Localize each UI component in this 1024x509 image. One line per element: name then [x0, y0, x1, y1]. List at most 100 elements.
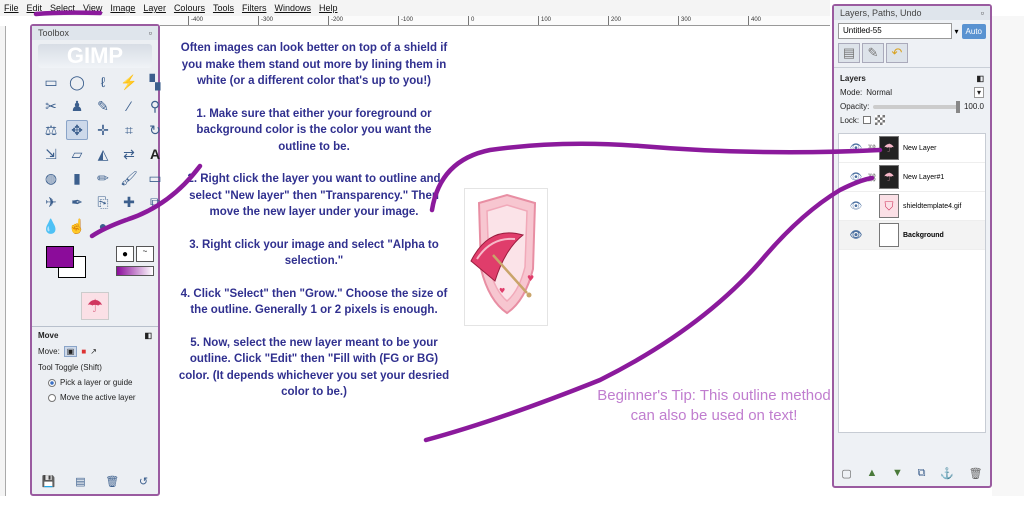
foreground-select-icon[interactable]: ♟ — [70, 97, 84, 114]
foreground-color-swatch[interactable] — [46, 246, 74, 268]
ruler-tick: 300 — [678, 16, 691, 25]
close-icon[interactable]: ▫ — [148, 28, 152, 38]
paths-icon[interactable]: ✎ — [97, 97, 109, 114]
blur-icon[interactable]: 💧 — [42, 217, 60, 234]
bucket-fill-icon[interactable]: ◍ — [44, 169, 58, 186]
menu-help[interactable]: Help — [318, 3, 338, 13]
rect-select-icon[interactable]: ▭ — [44, 73, 58, 90]
zoom-icon[interactable]: ⚲ — [149, 97, 161, 114]
color-select-icon[interactable]: ▚ — [149, 73, 161, 90]
blend-icon[interactable]: ▮ — [73, 169, 81, 186]
ruler-tick: -300 — [258, 16, 273, 25]
layer-row[interactable]: 👁 Background — [839, 221, 985, 250]
layer-row[interactable]: 👁 ⛓ ☂ New Layer#1 — [839, 163, 985, 192]
menu-filters[interactable]: Filters — [241, 3, 267, 13]
restore-options-icon[interactable]: ▤ — [75, 476, 86, 488]
mode-dropdown-icon[interactable]: ▾ — [973, 87, 984, 98]
intro-paragraph: Often images can look better on top of a… — [180, 42, 448, 87]
restore-icon[interactable]: ◧ — [144, 331, 152, 340]
tab-undo-icon[interactable]: ↶ — [886, 43, 908, 63]
layer-name: New Layer#1 — [903, 173, 945, 181]
paintbrush-icon[interactable]: 🖌 — [120, 169, 138, 186]
shield-artwork: ♥ ♥ — [464, 188, 548, 326]
move-path-icon[interactable]: ↗ — [90, 347, 97, 356]
pencil-icon[interactable]: ✏ — [97, 169, 109, 186]
fuzzy-select-icon[interactable]: ⚡ — [120, 73, 138, 90]
ink-icon[interactable]: ✒ — [71, 193, 83, 210]
move-layer-icon[interactable]: ▣ — [63, 346, 78, 357]
image-select-dropdown[interactable]: Untitled-55 — [838, 23, 952, 39]
delete-layer-icon[interactable]: 🗑 — [968, 468, 983, 480]
lasso-icon[interactable]: ℓ — [100, 74, 106, 90]
menu-image[interactable]: Image — [110, 3, 136, 13]
scale-icon[interactable]: ⇲ — [45, 145, 57, 162]
layer-row[interactable]: 👁 ⛉ shieldtemplate4.gif — [839, 192, 985, 221]
rotate-icon[interactable]: ↻ — [149, 121, 161, 138]
menu-file[interactable]: File — [4, 3, 19, 13]
lower-layer-icon[interactable]: ▼ — [892, 467, 903, 479]
chevron-down-icon[interactable]: ▾ — [954, 26, 959, 36]
delete-options-icon[interactable]: 🗑 — [105, 476, 120, 488]
anchor-layer-icon[interactable]: ⚓ — [940, 468, 954, 480]
menu-tools[interactable]: Tools — [212, 3, 234, 13]
visibility-eye-icon[interactable]: 👁 — [849, 229, 863, 241]
text-icon[interactable]: A — [149, 146, 161, 162]
tab-paths-icon[interactable]: ✎ — [862, 43, 884, 63]
clone-icon[interactable]: ⎘ — [97, 193, 109, 210]
ellipse-select-icon[interactable]: ◯ — [69, 73, 85, 90]
new-layer-icon[interactable]: ▢ — [841, 468, 852, 480]
menu-layer[interactable]: Layer — [143, 3, 166, 13]
tab-layers-icon[interactable]: ▤ — [838, 43, 860, 63]
visibility-eye-icon[interactable]: 👁 — [849, 200, 863, 212]
visibility-eye-icon[interactable]: 👁 — [849, 142, 863, 154]
vertical-ruler — [0, 26, 6, 496]
lock-pixels-checkbox[interactable] — [863, 116, 872, 124]
menu-colours[interactable]: Colours — [173, 3, 205, 13]
raise-layer-icon[interactable]: ▲ — [866, 467, 878, 479]
duplicate-layer-icon[interactable]: ⧉ — [917, 467, 926, 479]
pattern-icon[interactable]: ~ — [136, 246, 154, 262]
flip-icon[interactable]: ⇄ — [123, 145, 135, 162]
menu-select[interactable]: Select — [50, 3, 76, 13]
airbrush-icon[interactable]: ✈ — [45, 193, 57, 210]
crop-icon[interactable]: ⌗ — [125, 121, 133, 138]
opacity-value[interactable]: 100.0 — [963, 102, 984, 111]
perspective-clone-icon[interactable]: ⧉ — [150, 193, 160, 210]
measure-icon[interactable]: ⚖ — [44, 121, 58, 138]
eraser-icon[interactable]: ▭ — [148, 169, 162, 186]
move-selection-icon[interactable]: ■ — [81, 347, 87, 356]
instructions-text: Often images can look better on top of a… — [176, 40, 452, 417]
scissors-icon[interactable]: ✂ — [45, 97, 57, 114]
save-options-icon[interactable]: 💾 — [41, 476, 56, 488]
mode-label: Mode: — [840, 88, 863, 97]
layer-row[interactable]: 👁 ⛓ ☂ New Layer — [839, 134, 985, 163]
chain-icon[interactable]: ⛓ — [867, 172, 878, 182]
opacity-slider[interactable] — [873, 100, 960, 113]
move-icon[interactable]: ✥ — [66, 120, 88, 140]
auto-button[interactable]: Auto — [961, 23, 986, 39]
lock-alpha-icon[interactable] — [875, 115, 886, 125]
step-4: 4. Click "Select" then "Grow." Choose th… — [180, 287, 448, 317]
brush-icon[interactable]: ● — [116, 246, 134, 262]
perspective-icon[interactable]: ◭ — [97, 145, 109, 162]
smudge-icon[interactable]: ☝ — [68, 217, 86, 234]
step-5: 5. Now, select the new layer meant to be… — [178, 336, 450, 399]
menu-view[interactable]: View — [83, 3, 103, 13]
heal-icon[interactable]: ✚ — [123, 193, 135, 210]
chain-icon[interactable]: ⛓ — [867, 143, 878, 153]
shear-icon[interactable]: ▱ — [71, 145, 83, 162]
dodge-burn-icon[interactable]: ● — [98, 218, 108, 234]
mode-value[interactable]: Normal — [866, 88, 893, 97]
menu-edit[interactable]: Edit — [26, 3, 43, 13]
close-icon[interactable]: ▫ — [980, 8, 984, 18]
color-picker-icon[interactable]: ⁄ — [127, 98, 131, 114]
configure-icon[interactable]: ◧ — [976, 74, 984, 83]
menu-windows[interactable]: Windows — [274, 3, 311, 13]
visibility-eye-icon[interactable]: 👁 — [849, 171, 863, 183]
reset-options-icon[interactable]: ↺ — [138, 476, 149, 488]
align-icon[interactable]: ✛ — [97, 121, 109, 138]
move-active-radio[interactable] — [48, 393, 56, 402]
active-image-thumbnail-icon[interactable]: ☂ — [81, 292, 109, 320]
gradient-swatch[interactable] — [116, 266, 154, 276]
pick-layer-radio[interactable] — [48, 378, 56, 387]
